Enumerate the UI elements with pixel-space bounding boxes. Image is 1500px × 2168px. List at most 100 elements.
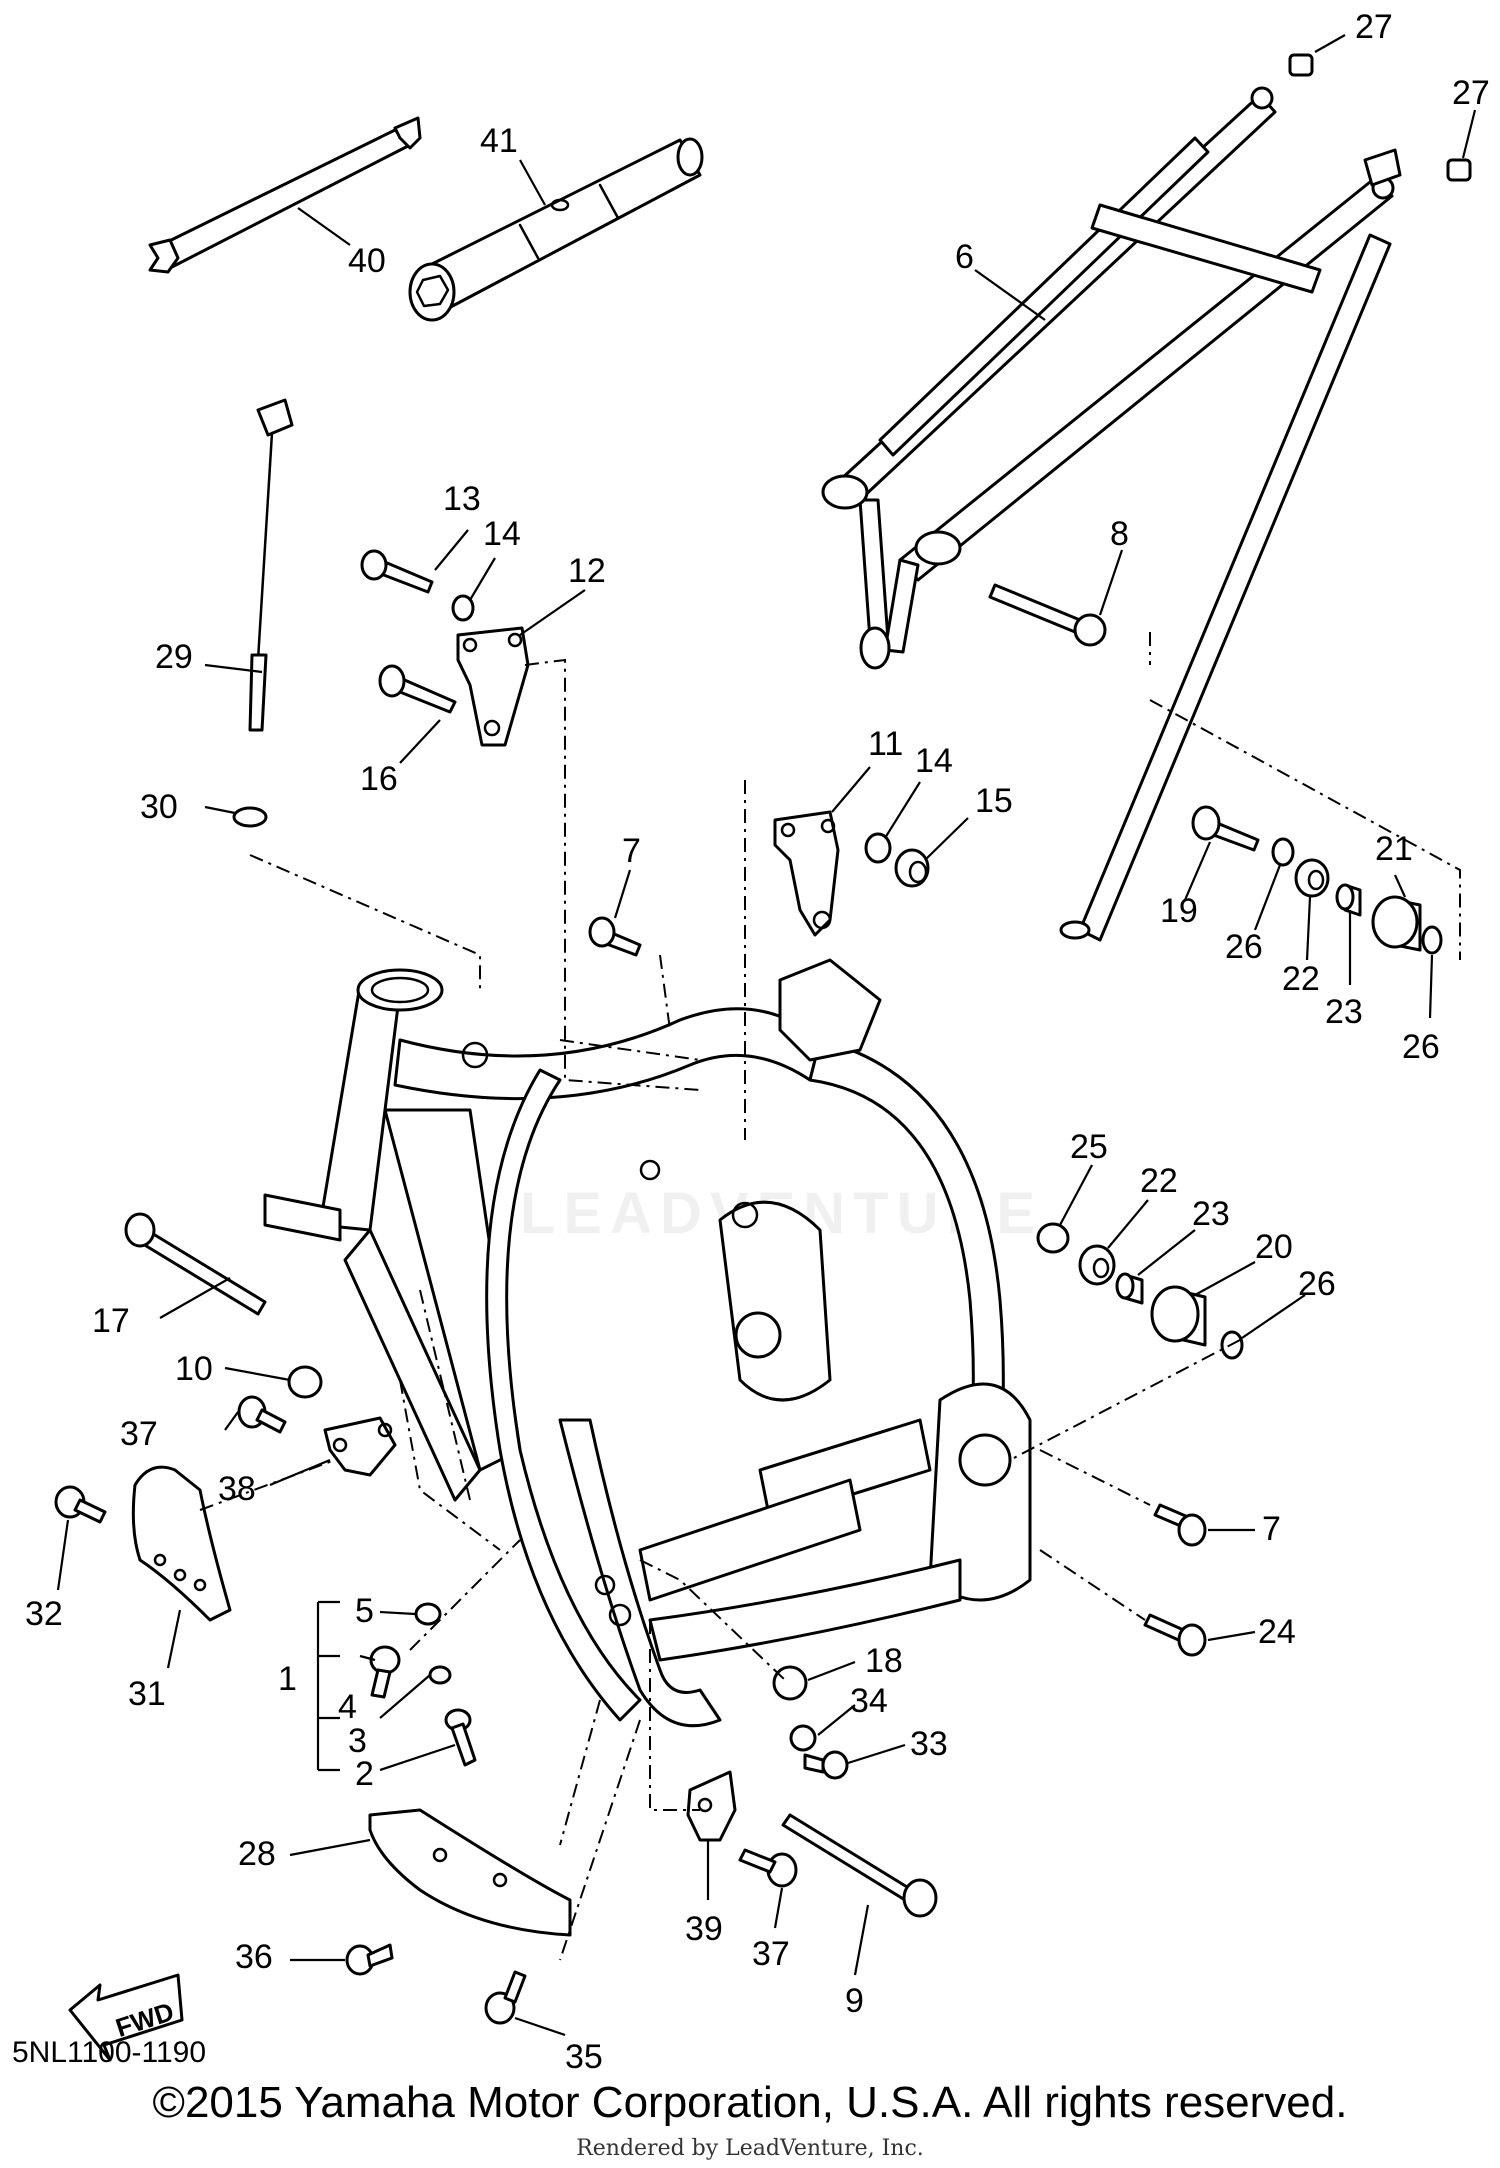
part-32-bolt [54,1485,107,1524]
fwd-arrow-icon: FWD [68,1973,184,2062]
part-30-o-ring [232,806,268,828]
callout-26-b: 26 [1402,1028,1440,1066]
part-34-washer [789,1724,817,1752]
callout-41: 41 [480,122,518,160]
part-19-bolt [1191,805,1260,852]
part-23-spacer-a [1335,883,1362,917]
copyright-notice: ©2015 Yamaha Motor Corporation, U.S.A. A… [152,2078,1348,2127]
callout-19: 19 [1160,892,1198,930]
part-36-bolt [345,1943,394,1976]
callout-13: 13 [443,480,481,518]
part-22-collar-a [1294,858,1330,898]
part-25-nut [1036,1222,1070,1254]
callout-37-a: 37 [120,1415,158,1453]
callout-7-a: 7 [622,832,641,870]
part-15-nut [894,848,930,888]
diagram-code: 5NL1100-1190 [12,2036,207,2069]
callout-36: 36 [235,1938,273,1976]
part-37-bolt-b [738,1848,798,1888]
callout-28: 28 [238,1835,276,1873]
part-8-bolt [988,583,1107,647]
callout-32: 32 [25,1595,63,1633]
part-9-bolt [781,1813,938,1918]
callout-15: 15 [975,782,1013,820]
part-24-bolt [1143,1613,1207,1657]
part-11-bracket [773,810,840,937]
callout-25: 25 [1070,1128,1108,1166]
part-2-bolt [444,1708,477,1767]
part-29-dipstick [248,398,294,732]
callout-5: 5 [355,1592,374,1630]
part-18-nut [772,1665,808,1701]
callout-12: 12 [568,552,606,590]
callout-8: 8 [1110,515,1129,553]
part-33-screw [803,1750,849,1780]
part-14-washer-b [864,832,892,864]
callout-27-b: 27 [1452,74,1490,112]
part-7-bolt-a [588,916,642,957]
part-6-rear-frame [821,86,1402,942]
callout-24: 24 [1258,1613,1296,1651]
callout-21: 21 [1375,830,1413,868]
callout-26-a: 26 [1225,928,1263,966]
part-4-bolt [369,1645,401,1699]
callout-23-a: 23 [1325,993,1363,1031]
callout-31: 31 [128,1675,166,1713]
rendered-by-credit: Rendered by LeadVenture, Inc. [576,2136,924,2161]
part-12-bracket [456,626,530,747]
assembly-lines [199,632,1461,1961]
callout-35: 35 [565,2038,603,2076]
part-20-damper [1150,1285,1207,1347]
part-5-washer [414,1602,442,1626]
part-14-washer-a [451,594,475,622]
part-38-bracket [323,1416,397,1477]
callout-4: 4 [338,1688,357,1726]
part-31-guard [131,1465,232,1622]
part-26-washer-b [1421,925,1443,955]
callout-33: 33 [910,1725,948,1763]
part-3-washer [428,1665,452,1685]
part-41-box-wrench [408,137,704,322]
part-7-bolt-b [1153,1503,1207,1547]
callout-40: 40 [348,242,386,280]
callout-10: 10 [175,1350,213,1388]
part-35-bolt [484,1970,527,2025]
part-10-nut [287,1365,323,1399]
callout-27-a: 27 [1355,8,1393,46]
callout-9: 9 [845,1982,864,2020]
callout-3: 3 [348,1722,367,1760]
callout-1: 1 [278,1660,297,1698]
part-22-collar-b [1078,1244,1116,1286]
callout-22-b: 22 [1140,1162,1178,1200]
part-27-cap-b [1446,158,1472,182]
callout-14-b: 14 [915,742,953,780]
part-28-skid-plate [368,1808,572,1937]
callout-17: 17 [92,1302,130,1340]
leader-lines [56,34,1477,2037]
main-frame [263,958,1032,1728]
callout-38: 38 [218,1470,256,1508]
callout-39: 39 [685,1910,723,1948]
callout-14-a: 14 [483,515,521,553]
part-27-cap-a [1288,53,1314,77]
callout-23-b: 23 [1192,1195,1230,1233]
callout-7-b: 7 [1262,1510,1281,1548]
part-21-damper [1371,895,1422,952]
part-40-spanner [148,116,422,274]
callout-labels: 27 27 41 40 6 8 13 14 12 29 16 30 11 14 … [25,8,1490,2076]
part-13-bolt [360,549,434,594]
callout-29: 29 [155,638,193,676]
callout-6: 6 [955,238,974,276]
callout-34: 34 [850,1682,888,1720]
callout-30: 30 [140,788,178,826]
callout-20: 20 [1255,1228,1293,1266]
callout-2: 2 [355,1755,374,1793]
part-26-washer-a [1271,837,1295,867]
part-37-bolt-a [237,1395,287,1434]
callout-26-c: 26 [1298,1265,1336,1303]
callout-16: 16 [360,760,398,798]
part-17-bolt [124,1212,267,1316]
callout-22-a: 22 [1282,960,1320,998]
callout-37-b: 37 [752,1935,790,1973]
